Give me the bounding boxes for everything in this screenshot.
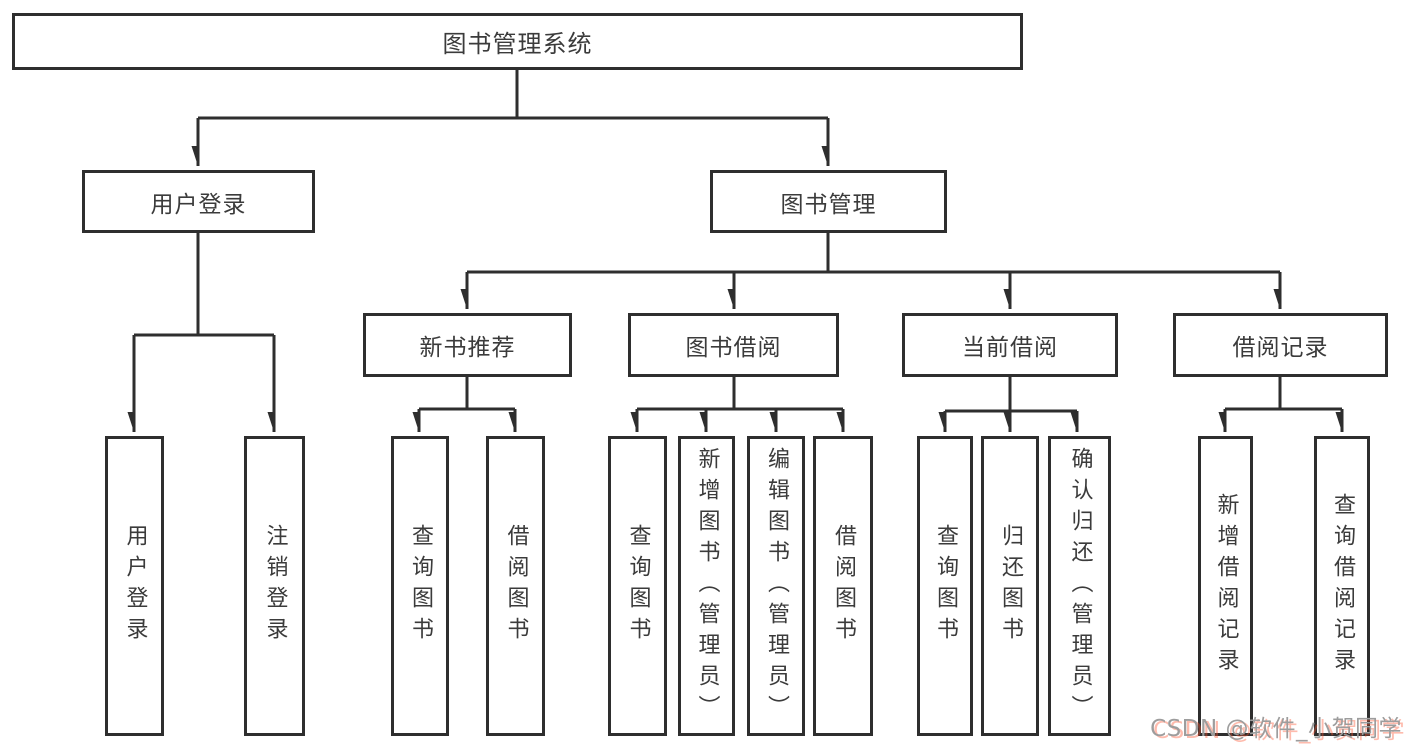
leaf-user-login: 用户登录	[105, 436, 164, 736]
node-borrow-records: 借阅记录	[1173, 313, 1388, 377]
node-book-management: 图书管理	[710, 170, 947, 233]
node-user-login: 用户登录	[82, 170, 315, 233]
leaf-query-books: 查询图书	[917, 436, 973, 736]
node-current-borrowing: 当前借阅	[902, 313, 1118, 377]
leaf-confirm-return-admin: 确认归还（管理员）	[1048, 436, 1111, 736]
leaf-borrow-books: 借阅图书	[486, 436, 545, 736]
leaf-return-books: 归还图书	[981, 436, 1039, 736]
leaf-query-borrow-record: 查询借阅记录	[1314, 436, 1370, 736]
csdn-watermark: CSDN @软件_小贺同学	[1150, 716, 1402, 742]
leaf-query-books: 查询图书	[391, 436, 449, 736]
leaf-borrow-books: 借阅图书	[813, 436, 873, 736]
leaf-logout: 注销登录	[244, 436, 305, 736]
leaf-query-books: 查询图书	[608, 436, 667, 736]
leaf-add-borrow-record: 新增借阅记录	[1198, 436, 1253, 736]
node-new-book-recommend: 新书推荐	[363, 313, 572, 377]
node-book-borrowing: 图书借阅	[628, 313, 839, 377]
leaf-edit-books-admin: 编辑图书（管理员）	[747, 436, 805, 736]
leaf-add-books-admin: 新增图书（管理员）	[678, 436, 735, 736]
node-root-library-system: 图书管理系统	[12, 13, 1023, 70]
